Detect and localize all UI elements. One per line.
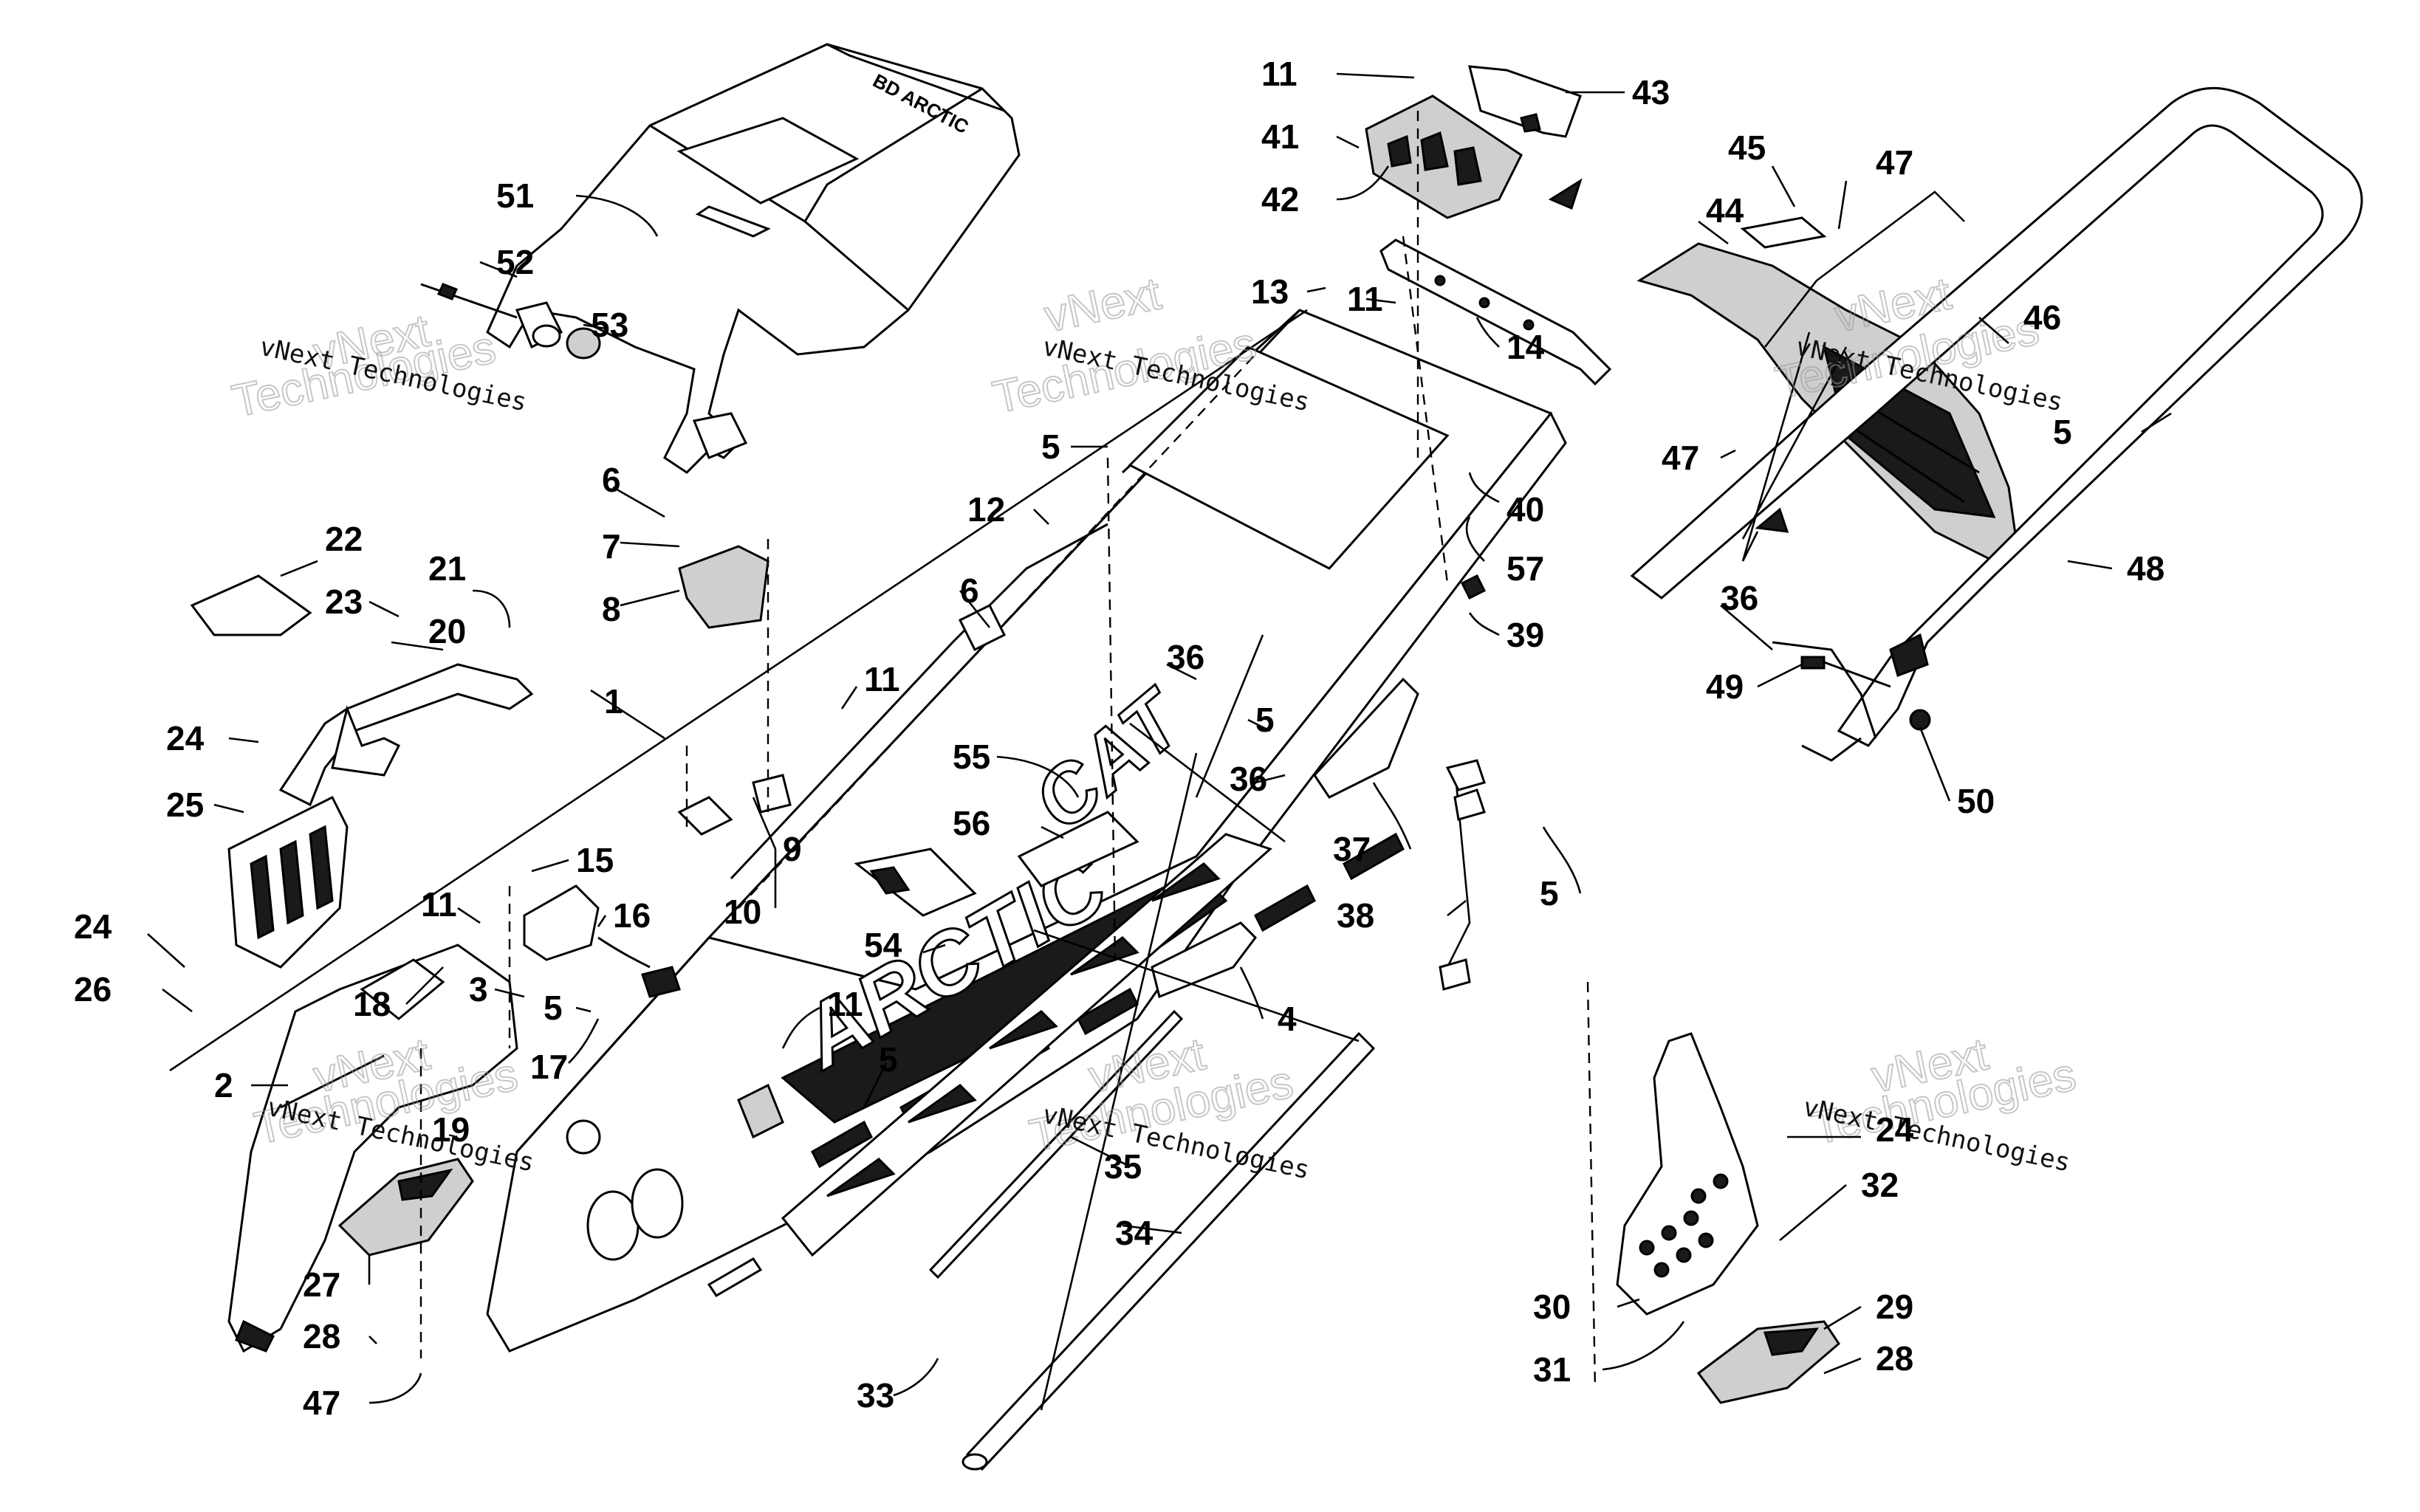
callout-19: 19 <box>432 1110 470 1149</box>
callout-46: 46 <box>2023 298 2061 337</box>
callout-28b: 28 <box>1876 1339 1913 1378</box>
callout-3: 3 <box>469 970 488 1008</box>
callout-38: 38 <box>1337 896 1374 935</box>
callout-leaders <box>147 72 2172 1404</box>
footrest-left-part <box>227 795 349 969</box>
callout-5d: 5 <box>1540 874 1559 913</box>
cross-member-part-14 <box>1379 238 1612 386</box>
bracket-part-37 <box>1313 677 1419 799</box>
seat-part: BD ARCTIC <box>486 43 1021 474</box>
callout-26: 26 <box>74 970 112 1008</box>
callout-47c: 47 <box>303 1384 340 1422</box>
callout-36b: 36 <box>1721 579 1758 617</box>
rod-part-34 <box>962 1031 1376 1471</box>
callout-20: 20 <box>428 612 466 650</box>
callout-11b: 11 <box>1347 280 1383 318</box>
callout-7: 7 <box>602 527 621 566</box>
callout-47a: 47 <box>1876 143 1913 182</box>
callout-29: 29 <box>1876 1288 1913 1326</box>
callout-47b: 47 <box>1662 439 1699 477</box>
callout-1: 1 <box>604 682 623 721</box>
callout-22: 22 <box>325 520 363 558</box>
callout-48: 48 <box>2127 549 2164 588</box>
callout-10: 10 <box>724 893 761 931</box>
callout-8: 8 <box>602 590 621 628</box>
callout-6a: 6 <box>602 461 621 499</box>
callout-5b: 5 <box>2053 413 2072 451</box>
grab-bar-part <box>1630 86 2363 762</box>
callout-24c: 24 <box>1876 1110 1914 1149</box>
callout-45: 45 <box>1728 128 1766 167</box>
callout-5f: 5 <box>879 1040 898 1079</box>
pin-part-52 <box>420 283 518 319</box>
callout-53: 53 <box>591 306 628 344</box>
callout-9: 9 <box>783 830 802 868</box>
callout-21: 21 <box>428 549 466 588</box>
rear-bracket-part <box>1365 65 1582 219</box>
callout-40: 40 <box>1506 490 1544 529</box>
callout-44: 44 <box>1706 191 1744 230</box>
callout-35: 35 <box>1104 1147 1142 1186</box>
toe-cup-right-part <box>1696 1320 1840 1404</box>
callout-37: 37 <box>1333 830 1371 868</box>
toe-cup-left-part <box>337 1158 474 1257</box>
watermark-brand-3: vNext <box>1041 268 1165 342</box>
callout-11e: 11 <box>827 985 863 1023</box>
callout-32: 32 <box>1861 1166 1899 1204</box>
callout-51: 51 <box>496 176 534 215</box>
callout-24b: 24 <box>74 907 112 946</box>
assembly-lines <box>169 111 1965 1411</box>
callout-54: 54 <box>864 926 902 964</box>
callout-25: 25 <box>166 786 204 824</box>
callout-14: 14 <box>1506 328 1545 366</box>
handle-part-20 <box>278 663 534 807</box>
callout-34: 34 <box>1115 1214 1154 1252</box>
callout-49: 49 <box>1706 667 1744 706</box>
callout-36c: 36 <box>1230 760 1267 798</box>
callout-2: 2 <box>214 1066 233 1104</box>
callout-16: 16 <box>613 896 651 935</box>
callout-41: 41 <box>1261 117 1299 156</box>
callout-56: 56 <box>953 804 990 842</box>
callout-5c: 5 <box>1255 701 1275 739</box>
callout-12: 12 <box>967 490 1005 529</box>
gusset-parts <box>190 545 1487 836</box>
callout-57: 57 <box>1506 549 1544 588</box>
callout-55: 55 <box>953 738 990 776</box>
washer-part-53 <box>532 324 601 360</box>
callout-13: 13 <box>1251 272 1289 311</box>
callout-15: 15 <box>576 841 614 879</box>
hardware-49-50 <box>1772 641 1931 739</box>
callout-42: 42 <box>1261 180 1299 219</box>
callout-11c: 11 <box>864 660 900 698</box>
callout-23: 23 <box>325 583 363 621</box>
callout-5a: 5 <box>1041 427 1060 466</box>
callout-33: 33 <box>857 1376 894 1415</box>
callout-5e: 5 <box>544 989 563 1027</box>
footrest-right-part <box>1616 1032 1759 1316</box>
bulkhead-part <box>227 944 518 1353</box>
callout-18: 18 <box>353 985 391 1023</box>
callout-11d: 11 <box>421 885 457 924</box>
callout-11a: 11 <box>1261 55 1298 93</box>
callout-27: 27 <box>303 1265 340 1304</box>
callout-6b: 6 <box>960 571 979 610</box>
plate-part-55-56 <box>854 811 1139 917</box>
callout-50: 50 <box>1957 782 1995 820</box>
callout-labels: 11 43 41 42 45 47 44 51 52 53 13 11 14 4… <box>74 55 2164 1422</box>
callout-43: 43 <box>1632 73 1670 111</box>
callout-17: 17 <box>530 1048 568 1086</box>
callout-4: 4 <box>1278 1000 1297 1038</box>
callout-24a: 24 <box>166 719 205 757</box>
plate-part-4 <box>1151 921 1257 999</box>
callout-28a: 28 <box>303 1317 340 1355</box>
callout-31: 31 <box>1533 1350 1571 1389</box>
module-part-16 <box>523 884 681 998</box>
callout-52: 52 <box>496 243 534 281</box>
tunnel-part: ARCTIC CAT <box>486 309 1567 1353</box>
callout-30: 30 <box>1533 1288 1571 1326</box>
callout-36a: 36 <box>1167 638 1204 676</box>
callout-39: 39 <box>1506 616 1544 654</box>
